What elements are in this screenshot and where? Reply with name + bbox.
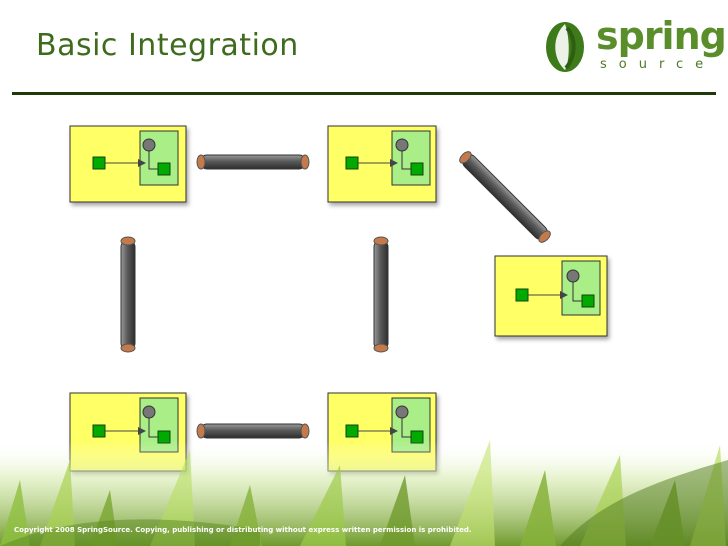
component-top-middle	[328, 126, 436, 202]
channel-bottom-horizontal	[197, 424, 309, 438]
channel-left-vertical	[121, 237, 135, 352]
channel-middle-vertical	[374, 237, 388, 352]
component-right	[495, 256, 607, 336]
component-top-left	[70, 126, 186, 202]
channel-diagonal	[458, 150, 553, 245]
copyright-notice: Copyright 2008 SpringSource. Copying, pu…	[14, 526, 472, 534]
channel-top-horizontal	[197, 155, 309, 169]
